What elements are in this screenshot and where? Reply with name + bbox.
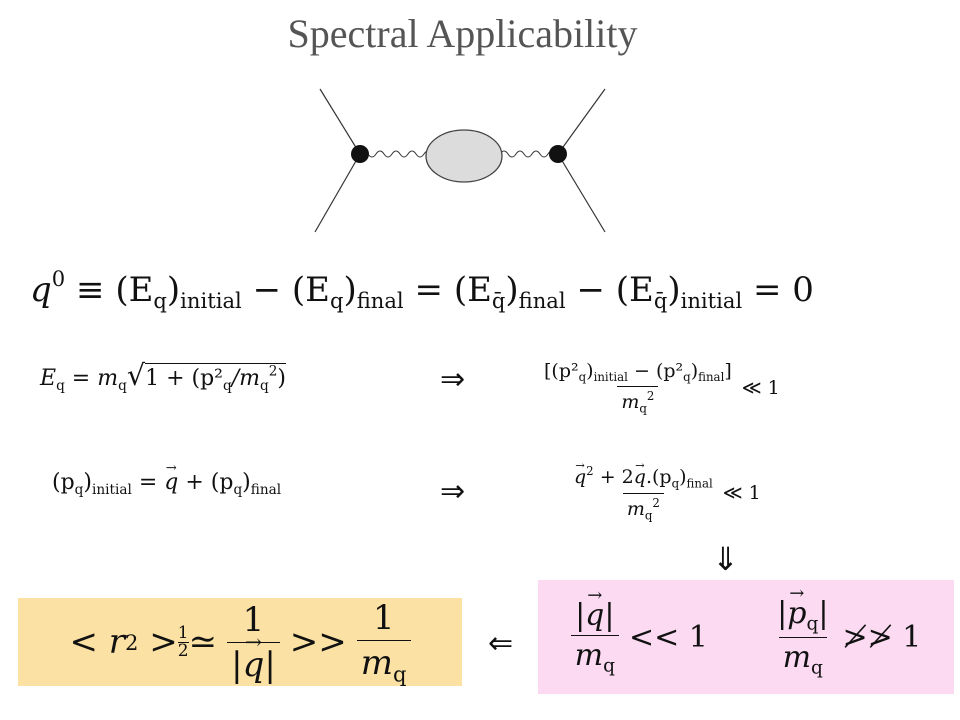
energy-change-condition: [(p²q)initial − (p²q)final] mq2 ≪ 1	[544, 360, 780, 416]
implies-arrow: ⇒	[440, 474, 466, 509]
radius-condition-box: < r2 >12 ≃ 1 |q| >> 1 mq	[18, 598, 462, 686]
photon-line-left	[359, 150, 433, 158]
left-arrow: ⇐	[488, 626, 514, 661]
down-arrow: ⇓	[712, 540, 739, 578]
momentum-transfer-condition: q2 + 2q.(pq)final mq2 ≪ 1	[570, 448, 838, 538]
momentum-conditions-box: |q| mq << 1 |pq| mq ≯≯ 1	[538, 580, 954, 694]
feynman-diagram	[314, 88, 606, 233]
page-title: Spectral Applicability	[287, 11, 638, 56]
fermion-line-bottom-left	[314, 153, 361, 233]
fermion-line-top-right	[557, 88, 606, 155]
implies-arrow: ⇒	[440, 362, 466, 397]
dispersion-relation: Eq = mq√1 + (p²q/mq2)	[40, 358, 286, 394]
fermion-line-top-left	[319, 88, 361, 155]
fermion-line-bottom-right	[557, 153, 606, 233]
vertex-right	[549, 145, 567, 163]
blob	[425, 129, 503, 183]
momentum-relation: (pq)initial = q + (pq)final	[52, 470, 281, 498]
energy-conservation-equation: q0 ≡ (Eq)initial − (Eq)final = (Eq̄)fina…	[30, 266, 814, 314]
vertex-left	[351, 145, 369, 163]
